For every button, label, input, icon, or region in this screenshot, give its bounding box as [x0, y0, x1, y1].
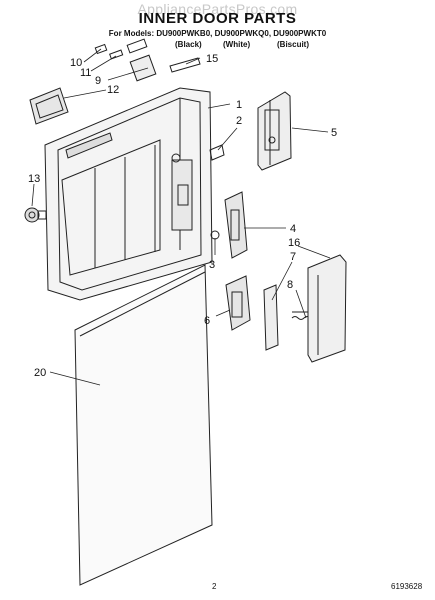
callout-2: 2 — [236, 115, 242, 127]
color-black: (Black) — [175, 40, 202, 49]
document-number: 6193628 — [391, 582, 423, 591]
callout-16: 16 — [288, 237, 300, 249]
callout-13: 13 — [28, 173, 40, 185]
color-biscuit: (Biscuit) — [277, 40, 309, 49]
models-line: For Models: DU900PWKB0, DU900PWKQ0, DU90… — [108, 29, 327, 38]
callout-6: 6 — [204, 315, 210, 327]
inner-door-panel — [44, 87, 213, 301]
callout-20: 20 — [34, 367, 46, 379]
leader-lines — [31, 48, 331, 386]
page-title: INNER DOOR PARTS — [138, 10, 297, 27]
callout-9: 9 — [95, 75, 101, 87]
latch-assembly — [225, 275, 251, 331]
callout-3: 3 — [209, 259, 215, 271]
callout-12: 12 — [107, 84, 119, 96]
door-knob — [24, 207, 47, 223]
side-cover — [307, 254, 347, 363]
page-number: 2 — [212, 582, 217, 591]
watermark: AppliancePartsPros.com — [137, 1, 298, 17]
handle-bezel — [29, 87, 69, 125]
latch-part — [209, 144, 225, 161]
callout-4: 4 — [290, 223, 296, 235]
callout-11: 11 — [80, 67, 91, 79]
bushing — [210, 230, 220, 240]
detergent-dispenser — [257, 91, 292, 171]
latch-strike — [263, 284, 279, 351]
callout-10: 10 — [70, 57, 82, 69]
color-white: (White) — [223, 40, 251, 49]
callout-5: 5 — [331, 127, 337, 139]
door-clips — [94, 38, 157, 82]
outer-door-panel — [74, 264, 213, 586]
callout-7: 7 — [290, 251, 296, 263]
callout-1: 1 — [236, 99, 242, 111]
vent-cover — [169, 57, 201, 73]
door-switch — [224, 191, 248, 259]
callout-15: 15 — [206, 53, 218, 65]
callout-8: 8 — [287, 279, 293, 291]
